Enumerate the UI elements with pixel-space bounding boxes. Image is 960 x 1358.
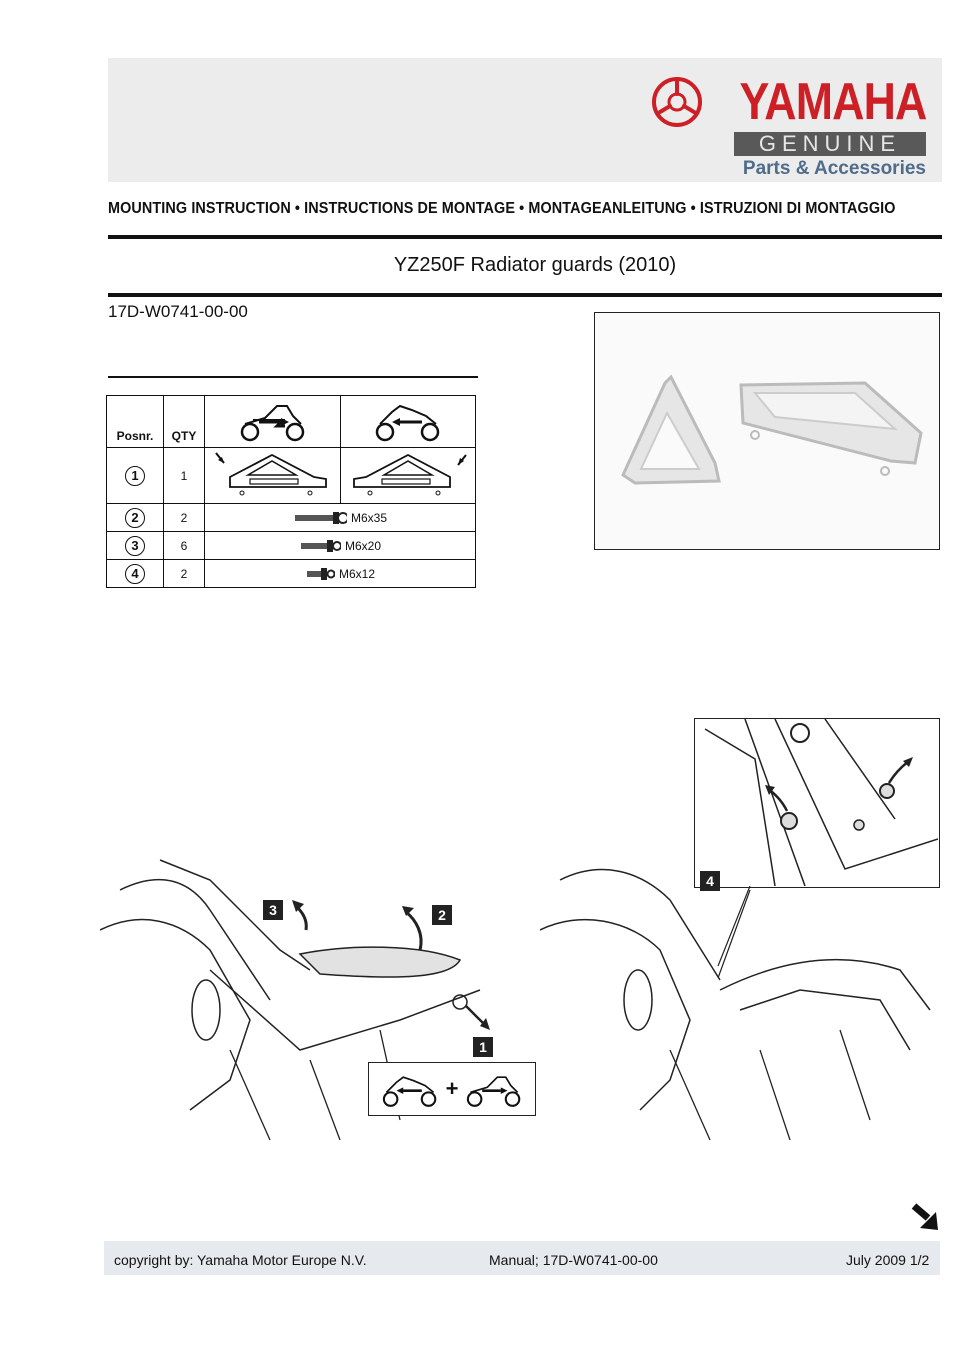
parts-table: Posnr. QTY 1 1 [106, 395, 476, 588]
screw-icon [300, 539, 341, 552]
table-row: 3 6 M6x20 [106, 531, 476, 560]
step-badge-1: 1 [473, 1037, 493, 1057]
plus-icon: + [445, 1076, 459, 1101]
detail-inset [694, 718, 940, 888]
radiator-guard-right-icon [215, 452, 327, 496]
screw-size: M6x35 [350, 510, 388, 525]
instruction-line: MOUNTING INSTRUCTION • INSTRUCTIONS DE M… [108, 200, 896, 217]
seat-bolt-detail-drawing [704, 719, 939, 887]
radiator-guard-left-icon [352, 453, 467, 496]
header-bike-left [340, 395, 476, 448]
brand-logo: YAMAHA GENUINE Parts & Accessories [651, 73, 927, 180]
footer-band [104, 1241, 940, 1275]
title-rule-top [108, 235, 942, 239]
title-rule-bottom [108, 293, 942, 297]
motorcycle-side-panel-drawing [540, 868, 931, 1141]
yamaha-tuning-fork-icon [651, 77, 702, 127]
brand-subtitle: Parts & Accessories [742, 158, 926, 179]
motorcycle-facing-left-icon [375, 404, 440, 442]
header-band: YAMAHA GENUINE Parts & Accessories [108, 58, 942, 182]
motorcycle-facing-right-icon [240, 405, 304, 442]
screw-size: M6x20 [344, 538, 382, 553]
position-number: 4 [125, 563, 145, 584]
table-row: 2 2 M6x35 [106, 503, 476, 532]
next-page-arrow-icon [911, 1203, 938, 1230]
footer-manual: Manual; 17D-W0741-00-00 [489, 1252, 658, 1268]
quantity: 2 [163, 503, 205, 532]
screw-icon [306, 567, 335, 580]
table-row: 4 2 M6x12 [106, 559, 476, 588]
table-row: 1 1 [106, 447, 476, 504]
header-posnr: Posnr. [106, 395, 164, 448]
both-sides-indicator: + [368, 1062, 536, 1116]
quantity: 6 [163, 531, 205, 560]
inset-pointer [717, 886, 751, 967]
screw-size: M6x12 [338, 566, 376, 581]
step-badge-3: 3 [263, 900, 283, 920]
document-title: YZ250F Radiator guards (2010) [393, 254, 677, 276]
position-number: 2 [125, 507, 145, 528]
product-photo [594, 312, 940, 550]
part-number: 17D-W0741-00-00 [108, 302, 248, 321]
position-number: 1 [125, 465, 145, 486]
position-number: 3 [125, 535, 145, 556]
footer-copyright: copyright by: Yamaha Motor Europe N.V. [114, 1252, 367, 1268]
motorcycle-facing-right-icon [467, 1076, 521, 1107]
quantity: 2 [163, 559, 205, 588]
radiator-guard-left [340, 447, 476, 504]
table-header-row: Posnr. QTY [106, 395, 476, 448]
motorcycle-facing-left-icon [382, 1076, 436, 1107]
header-bike-right [204, 395, 341, 448]
brand-genuine: GENUINE [734, 132, 926, 156]
brand-name: YAMAHA [739, 73, 927, 131]
screw-icon [294, 511, 347, 524]
header-qty: QTY [163, 395, 205, 448]
part-number-rule [108, 376, 478, 378]
quantity: 1 [163, 447, 205, 504]
motorcycle-seat-removal-drawing [100, 859, 490, 1141]
radiator-guard-right [204, 447, 341, 504]
step-badge-2: 2 [432, 905, 452, 925]
footer-date: July 2009 1/2 [846, 1252, 930, 1268]
radiator-guards-photo [621, 374, 923, 485]
step-badge-4: 4 [700, 871, 720, 891]
